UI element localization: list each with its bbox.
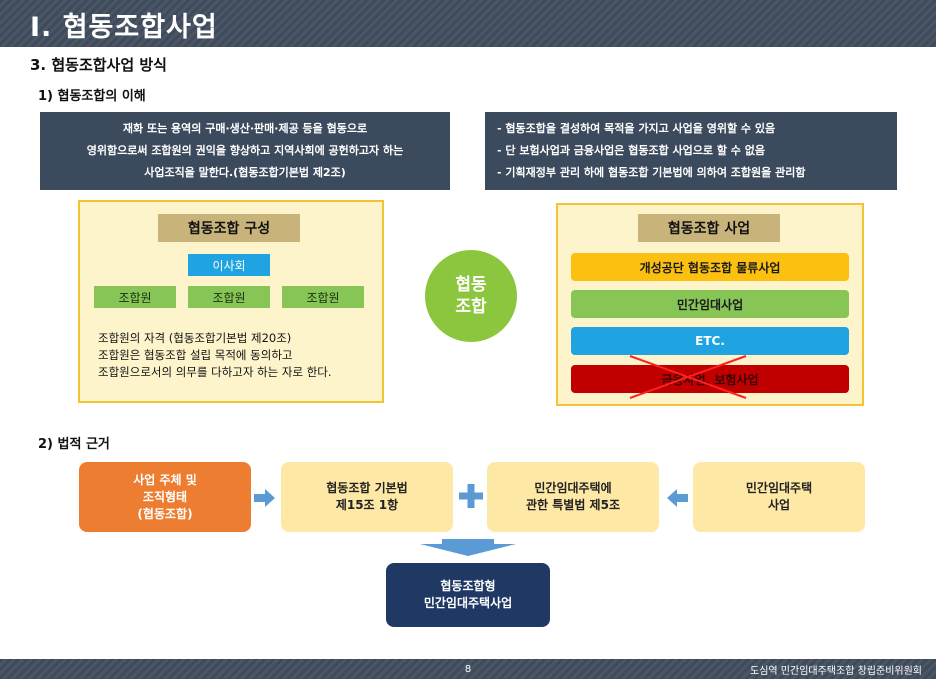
circle-line: 조합 [455,297,487,317]
subsection-title-legal-basis: 2) 법적 근거 [38,437,110,452]
note-line: - 기획재정부 관리 하에 협동조합 기본법에 의하여 조합원을 관리함 [497,166,806,179]
flow-line: 사업 [767,498,791,512]
section-title: 3. 협동조합사업 방식 [30,56,167,74]
flow-line: 민간임대주택사업 [423,596,513,610]
composition-header: 협동조합 구성 [158,214,300,242]
subsection-title-understanding: 1) 협동조합의 이해 [38,89,146,104]
qualification-line: 조합원은 협동조합 설립 목적에 동의하고 [98,348,293,362]
arrow-left-icon [667,489,688,507]
flow-box-rental-housing-act: 민간임대주택에 관한 특별법 제5조 [487,462,659,532]
crossed-out-mark [629,355,747,399]
business-item-logistics: 개성공단 협동조합 물류사업 [571,253,849,281]
arrow-right-icon [254,489,275,507]
flow-box-cooperative-act: 협동조합 기본법 제15조 1항 [281,462,453,532]
business-item-rental: 민간임대사업 [571,290,849,318]
qualification-line: 조합원의 자격 (협동조합기본법 제20조) [98,331,292,345]
page-title: Ⅰ. 협동조합사업 [30,11,218,43]
definition-line: 재화 또는 용역의 구매·생산·판매·제공 등을 협동으로 [122,122,368,135]
flow-box-business-entity: 사업 주체 및 조직형태 (협동조합) [79,462,251,532]
flow-box-rental-housing-business: 민간임대주택 사업 [693,462,865,532]
flow-line: 사업 주체 및 [133,472,197,487]
flow-line: 관한 특별법 제5조 [526,498,620,512]
cooperative-circle: 협동 조합 [425,250,517,342]
business-item-etc: ETC. [571,327,849,355]
note-line: - 협동조합을 결성하여 목적을 가지고 사업을 영위할 수 있음 [497,122,776,135]
flow-line: 협동조합 기본법 [326,481,408,495]
footer-organization: 도심역 민간임대주택조합 창립준비위원회 [750,665,922,677]
definition-line: 사업조직을 말한다.(협동조합기본법 제2조) [144,166,346,179]
business-header: 협동조합 사업 [638,214,780,242]
footer-bar [0,659,936,679]
page-number: 8 [464,663,472,675]
definition-line: 영위함으로써 조합원의 권익을 향상하고 지역사회에 공헌하고자 하는 [86,144,404,157]
flow-line: 조직형태 [142,489,188,504]
note-line: - 단 보험사업과 금융사업은 협동조합 사업으로 할 수 없음 [497,144,765,157]
member-box: 조합원 [94,286,176,308]
circle-line: 협동 [455,275,487,295]
flow-line: 민간임대주택에 [534,481,612,495]
header-bar [0,0,936,47]
member-box: 조합원 [188,286,270,308]
qualification-line: 조합원으로서의 의무를 다하고자 하는 자로 한다. [98,365,332,379]
arrow-down-icon [420,539,516,556]
board-box: 이사회 [188,254,270,276]
notes-box: - 협동조합을 결성하여 목적을 가지고 사업을 영위할 수 있음 - 단 보험… [485,112,897,190]
definition-box: 재화 또는 용역의 구매·생산·판매·제공 등을 협동으로 영위함으로써 조합원… [40,112,450,190]
flow-line: 민간임대주택 [745,481,813,495]
flow-result-box: 협동조합형 민간임대주택사업 [386,563,550,627]
member-box: 조합원 [282,286,364,308]
plus-icon [459,484,483,508]
flow-line: 협동조합형 [440,579,496,593]
flow-line: (협동조합) [137,506,193,521]
flow-line: 제15조 1항 [335,498,399,512]
member-qualification-text: 조합원의 자격 (협동조합기본법 제20조) 조합원은 협동조합 설립 목적에 … [98,330,332,381]
